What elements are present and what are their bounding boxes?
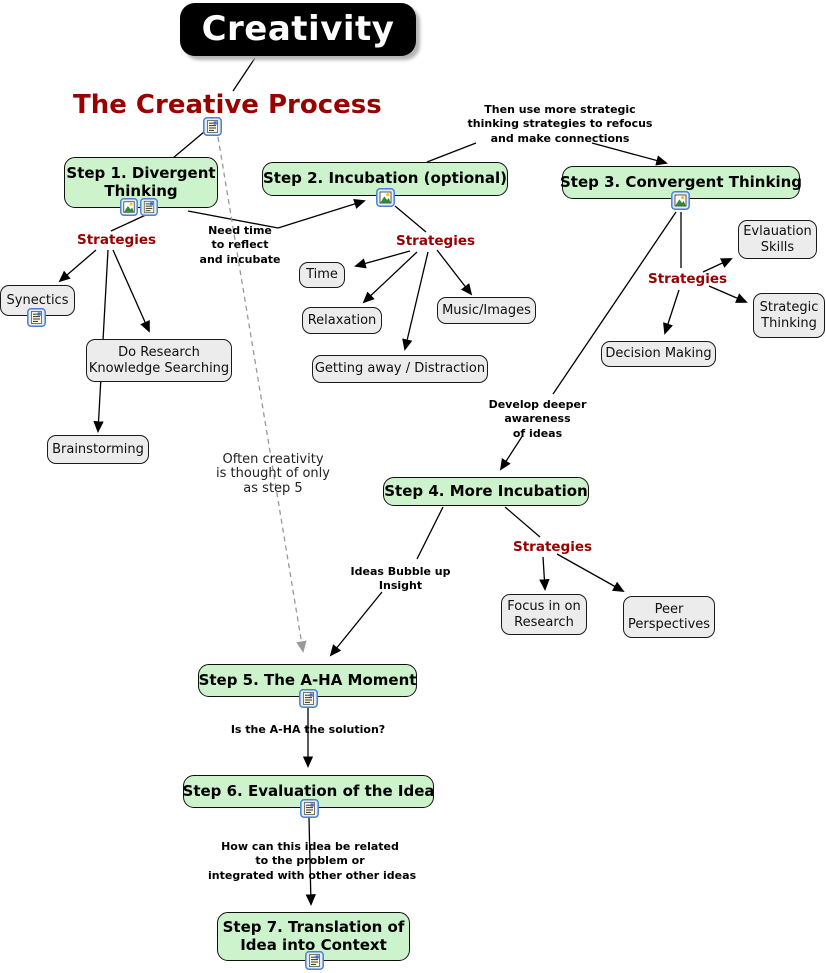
image-icon[interactable] (120, 198, 139, 217)
connector-strategies2-gettingaway (402, 251, 429, 351)
node-step6[interactable]: Step 6. Evaluation of the Idea (182, 775, 435, 808)
root-node-creativity[interactable]: Creativity (180, 3, 416, 56)
document-icon[interactable] (27, 308, 46, 327)
document-icon[interactable] (203, 117, 222, 136)
node-step1-label: Step 1. Divergent Thinking (66, 163, 216, 200)
connector-process-step1 (172, 131, 205, 159)
connector-step1-strategies1 (110, 212, 151, 232)
node-synectics-label: Synectics (6, 292, 69, 308)
connector-step4-ideasbubble (416, 506, 444, 560)
node-relaxation-label: Relaxation (307, 312, 377, 328)
node-decision-making-label: Decision Making (605, 346, 712, 362)
node-music-images[interactable]: Music/Images (437, 297, 536, 324)
connector-creativity-process (232, 57, 256, 92)
node-step5-label: Step 5. The A-HA Moment (198, 670, 417, 689)
root-label: Creativity (201, 9, 395, 50)
connector-process-step5-dashed (217, 136, 307, 653)
connector-strategies1-doresearch (112, 249, 150, 333)
connector-strategies2-relaxation (362, 251, 418, 304)
node-time[interactable]: Time (299, 262, 345, 288)
phrase-is-aha: Is the A-HA the solution? (230, 723, 386, 736)
connector-strategies3-strategicthinking (708, 285, 748, 303)
node-step3-label: Step 3. Convergent Thinking (559, 172, 803, 191)
node-step2-label: Step 2. Incubation (optional) (263, 169, 507, 188)
phrase-ideas-bubble: Ideas Bubble up Insight (350, 565, 451, 593)
strategies-label-step3: Strategies (648, 271, 728, 287)
connector-thenuse-step3 (591, 142, 668, 166)
page-title[interactable]: The Creative Process (73, 90, 382, 120)
phrase-then-use: Then use more strategic thinking strateg… (467, 103, 653, 145)
node-step7-label: Step 7. Translation of Idea into Context (222, 917, 405, 954)
node-step4-label: Step 4. More Incubation (384, 481, 588, 500)
connector-strategies2-musicimages (436, 249, 473, 296)
node-do-research-label: Do Research Knowledge Searching (88, 345, 230, 376)
node-strategic-thinking[interactable]: Strategic Thinking (753, 293, 825, 338)
node-peer-perspectives[interactable]: Peer Perspectives (623, 596, 715, 638)
connector-step2-thenuse (426, 142, 477, 163)
strategies-label-step1: Strategies (77, 232, 157, 248)
image-icon[interactable] (671, 191, 690, 210)
connector-step3-developdeeper (552, 211, 677, 395)
connector-ideasbubble-step5 (329, 591, 383, 657)
node-evaluation-skills[interactable]: Evlauation Skills (738, 220, 817, 259)
node-getting-away[interactable]: Getting away / Distraction (312, 355, 488, 383)
node-step6-label: Step 6. Evaluation of the Idea (182, 781, 435, 800)
node-relaxation[interactable]: Relaxation (302, 307, 382, 334)
node-step7[interactable]: Step 7. Translation of Idea into Context (217, 912, 410, 961)
page-title-label: The Creative Process (73, 90, 382, 120)
connector-strategies3-evaluationskills (702, 258, 733, 273)
phrase-develop-deeper: Develop deeper awareness of ideas (488, 398, 587, 440)
node-music-images-label: Music/Images (442, 302, 531, 318)
connector-strategies2-time (354, 250, 411, 269)
connector-strategies3-decisionmaking (663, 289, 680, 335)
phrase-often-step5: Often creativity is thought of only as s… (216, 452, 330, 496)
document-icon[interactable] (140, 198, 159, 217)
connector-step2-strategies2 (394, 205, 427, 233)
node-evaluation-skills-label: Evlauation Skills (743, 224, 812, 255)
node-decision-making[interactable]: Decision Making (601, 341, 716, 367)
node-time-label: Time (306, 267, 338, 283)
node-brainstorming[interactable]: Brainstorming (47, 435, 149, 464)
node-strategic-thinking-label: Strategic Thinking (759, 300, 819, 331)
node-brainstorming-label: Brainstorming (52, 441, 144, 457)
strategies-label-step2: Strategies (396, 233, 476, 249)
connector-strategies4-focusresearch (539, 556, 550, 591)
connector-step1-needtime (187, 210, 279, 229)
document-icon[interactable] (305, 951, 324, 970)
node-do-research[interactable]: Do Research Knowledge Searching (86, 339, 232, 382)
connector-strategies1-synectics (58, 249, 97, 283)
strategies-label-step4: Strategies (513, 539, 593, 555)
connector-strategies4-peerperspectives (556, 553, 625, 592)
node-focus-research[interactable]: Focus in on Research (501, 594, 587, 635)
node-peer-perspectives-label: Peer Perspectives (627, 601, 711, 632)
document-icon[interactable] (299, 689, 318, 708)
node-step4[interactable]: Step 4. More Incubation (383, 477, 589, 506)
node-focus-research-label: Focus in on Research (507, 599, 581, 630)
connector-needtime-step2 (277, 198, 366, 229)
document-icon[interactable] (300, 799, 319, 818)
connector-step4-strategies4 (504, 506, 541, 538)
connector-developdeeper-step4 (499, 434, 524, 471)
phrase-need-time: Need time to reflect and incubate (199, 224, 281, 266)
image-icon[interactable] (376, 188, 395, 207)
connector-step6-step7 (305, 817, 316, 906)
phrase-how-related: How can this idea be related to the prob… (208, 840, 417, 882)
node-getting-away-label: Getting away / Distraction (314, 361, 486, 377)
